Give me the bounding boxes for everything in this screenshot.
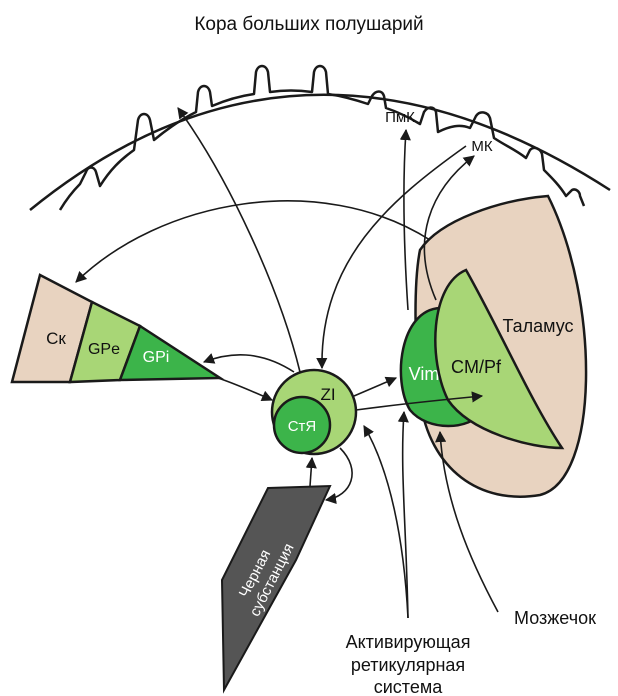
ars-label-line3: система	[374, 677, 443, 696]
gpi-label: GPi	[143, 349, 170, 366]
arrow-ars-to-zi	[364, 426, 408, 618]
cortex-outer-arc	[30, 95, 610, 210]
arrow-zi-to-vim	[354, 378, 396, 396]
ars-label-line2: ретикулярная	[351, 655, 465, 675]
thalamus-label: Таламус	[502, 316, 573, 336]
pmk-label: ПмК	[385, 109, 415, 126]
zi-label: ZI	[320, 385, 335, 404]
arrow-substantia-to-stn	[310, 458, 312, 486]
vim-label: Vim	[409, 364, 440, 384]
stn-label: СтЯ	[288, 418, 317, 435]
arrow-zi-to-cortex	[178, 108, 300, 372]
ck-label: Ск	[46, 329, 66, 348]
arrow-thalamus-to-pmk	[404, 130, 408, 310]
arrow-gpi-to-stn	[218, 378, 272, 400]
gpe-label: GPe	[88, 341, 120, 358]
cmpf-label: CM/Pf	[451, 357, 502, 377]
ars-label-line1: Активирующая	[346, 632, 471, 652]
cerebellum-label: Мозжечок	[514, 608, 596, 628]
arrow-zi-to-gpi	[204, 355, 294, 372]
mk-label: МК	[471, 138, 492, 155]
cortex-title: Кора больших полушарий	[194, 14, 423, 35]
arrow-zi-to-substantia	[326, 448, 352, 500]
